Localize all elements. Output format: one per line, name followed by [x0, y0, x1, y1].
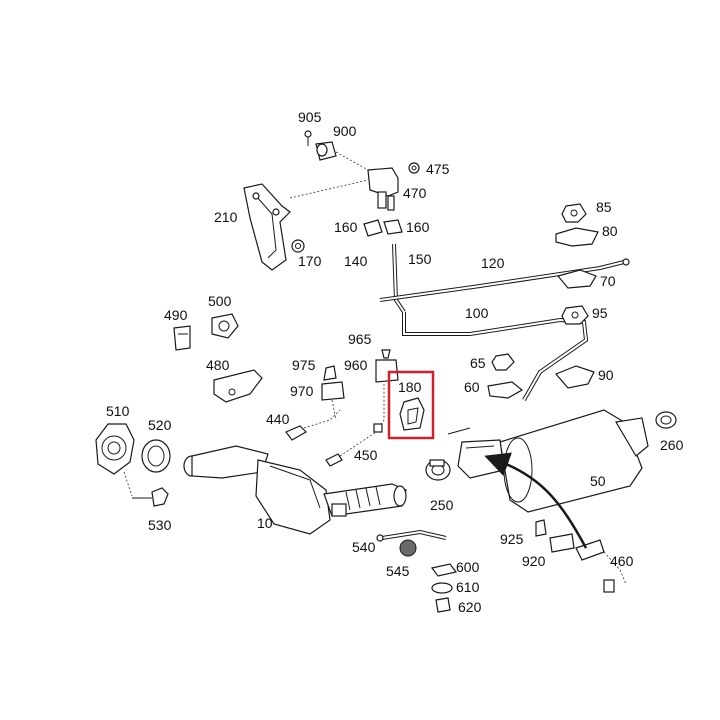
label-965: 965 [348, 331, 372, 347]
label-120: 120 [481, 255, 505, 271]
connector-975 [323, 365, 337, 381]
highlight-box [387, 370, 435, 440]
label-50: 50 [590, 473, 606, 489]
label-100: 100 [465, 305, 489, 321]
sensor-cap-965 [381, 349, 391, 359]
pipe-540 [376, 529, 447, 542]
part-labels: 905 900 475 470 210 170 160 160 140 150 … [106, 109, 684, 615]
bracket-80 [555, 227, 599, 247]
label-540: 540 [352, 539, 376, 555]
label-10: 10 [257, 515, 273, 531]
sensor-460 [575, 539, 627, 593]
label-140: 140 [344, 253, 368, 269]
seal-520 [141, 439, 171, 473]
label-545: 545 [386, 563, 410, 579]
bracket-600 [430, 563, 458, 577]
label-600: 600 [456, 559, 480, 575]
bracket-210 [243, 183, 291, 271]
bolt-620 [435, 597, 451, 613]
hose-150 [392, 243, 406, 314]
label-80: 80 [602, 223, 618, 239]
label-180: 180 [398, 379, 422, 395]
label-70: 70 [600, 273, 616, 289]
label-85: 85 [596, 199, 612, 215]
label-960: 960 [344, 357, 368, 373]
hose-clamp-160-right [383, 219, 403, 235]
label-210: 210 [214, 209, 238, 225]
clip-490 [173, 325, 191, 351]
bracket-480 [213, 369, 263, 403]
seal-925 [535, 519, 547, 537]
holder-970 [321, 381, 345, 401]
washer-610 [431, 582, 453, 594]
bracket-90 [554, 365, 595, 389]
clamp-260 [655, 411, 677, 429]
muffler-50 [447, 409, 649, 513]
sensor-440 [285, 399, 341, 441]
label-480: 480 [206, 357, 230, 373]
label-520: 520 [148, 417, 172, 433]
label-925: 925 [500, 531, 524, 547]
nut-95 [561, 305, 589, 325]
part-180-highlight [387, 370, 435, 440]
label-470: 470 [403, 185, 427, 201]
label-490: 490 [164, 307, 188, 323]
nut-65 [491, 353, 515, 371]
label-170: 170 [298, 253, 322, 269]
label-900: 900 [333, 123, 357, 139]
sensor-holder-470 [367, 167, 399, 211]
label-90: 90 [598, 367, 614, 383]
clamp-250 [425, 459, 451, 481]
bracket-60 [487, 381, 524, 399]
label-450: 450 [354, 447, 378, 463]
label-620: 620 [458, 599, 482, 615]
flange-510 [95, 423, 135, 475]
grommet-900 [315, 141, 337, 161]
label-150: 150 [408, 251, 432, 267]
label-610: 610 [456, 579, 480, 595]
label-440: 440 [266, 411, 290, 427]
label-475: 475 [426, 161, 450, 177]
screw-905 [304, 130, 312, 146]
label-250: 250 [430, 497, 454, 513]
label-460: 460 [610, 553, 634, 569]
label-530: 530 [148, 517, 172, 533]
nut-545 [399, 539, 417, 557]
label-920: 920 [522, 553, 546, 569]
label-510: 510 [106, 403, 130, 419]
hose-140 [371, 243, 381, 301]
bolt-530 [123, 471, 169, 507]
label-970: 970 [290, 383, 314, 399]
catalytic-converter-10 [183, 445, 407, 535]
label-60: 60 [464, 379, 480, 395]
direction-arrow [484, 452, 588, 549]
label-160-left: 160 [334, 219, 358, 235]
clamp-500 [211, 313, 239, 339]
label-975: 975 [292, 357, 316, 373]
label-905: 905 [298, 109, 322, 125]
sensor-450 [325, 384, 385, 467]
bracket-70 [556, 269, 597, 289]
label-260: 260 [660, 437, 684, 453]
label-65: 65 [470, 355, 486, 371]
hose-clamp-160-left [363, 219, 383, 237]
label-500: 500 [208, 293, 232, 309]
connector-960 [375, 359, 399, 383]
label-160-right: 160 [406, 219, 430, 235]
nut-85 [561, 203, 587, 223]
washer-170 [291, 239, 305, 253]
connector-920 [549, 533, 575, 553]
label-95: 95 [592, 305, 608, 321]
pressure-pipe-120 [379, 258, 630, 302]
nut-475 [408, 162, 420, 174]
